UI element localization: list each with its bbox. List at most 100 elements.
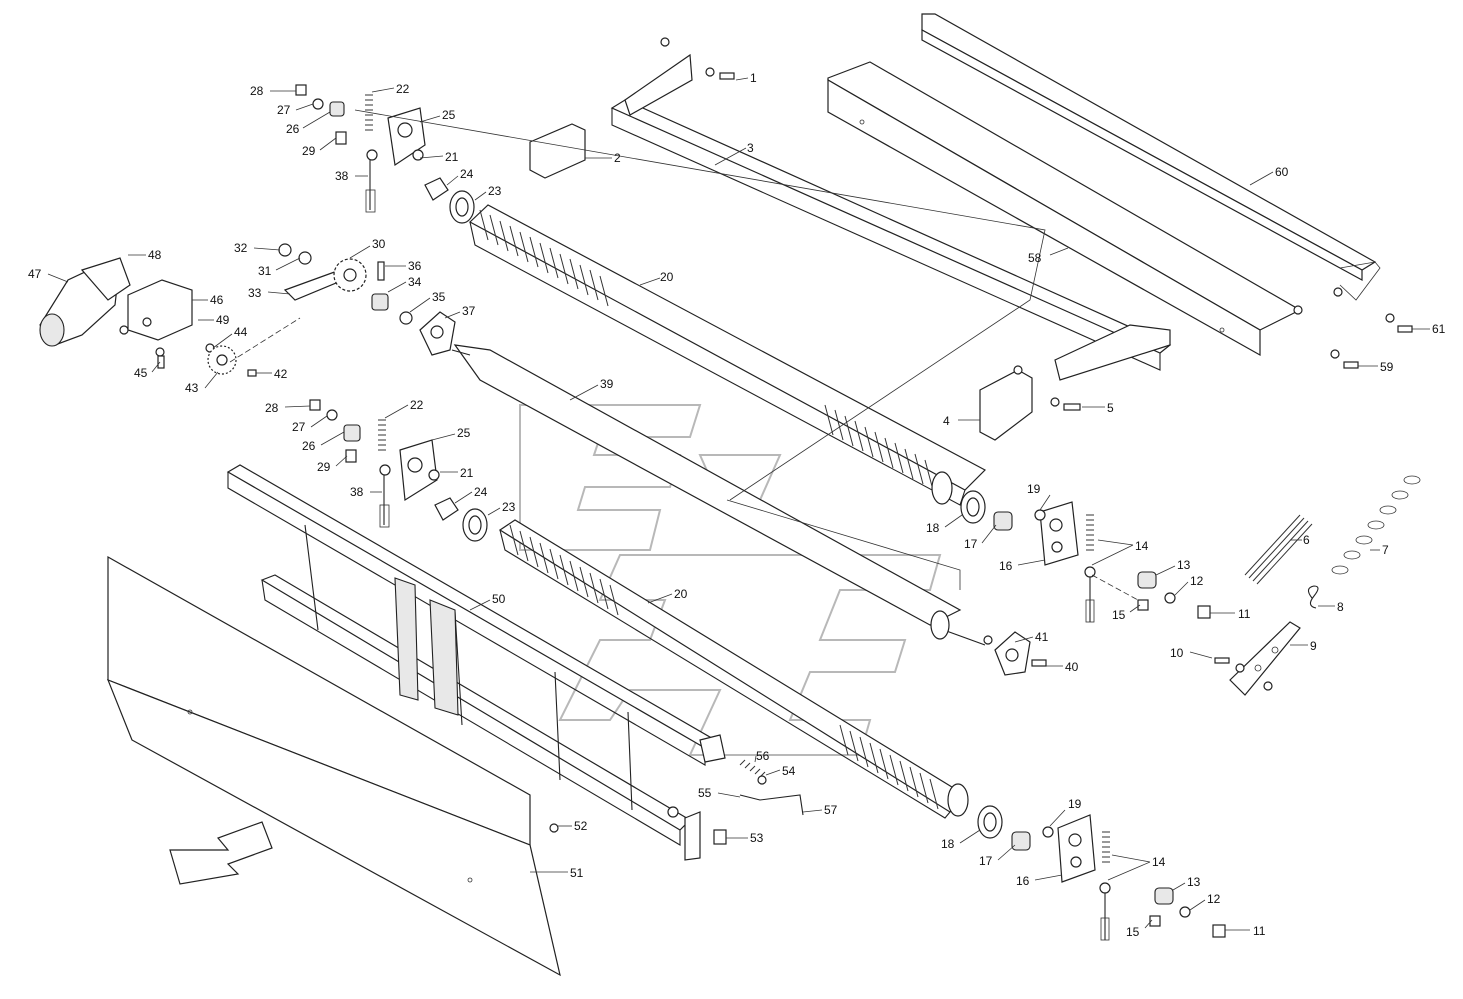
callout-46: 46 [210, 293, 224, 307]
roller-20-upper-spiral-right [824, 404, 934, 491]
plate-9 [1214, 621, 1301, 696]
callout-36: 36 [408, 259, 422, 273]
callout-5: 5 [1107, 401, 1114, 415]
callout-58: 58 [1028, 251, 1042, 265]
callout-39: 39 [600, 377, 614, 391]
callout-50: 50 [492, 592, 506, 606]
callout-45: 45 [134, 366, 148, 380]
callout-37: 37 [462, 304, 476, 318]
bearing-group-right-upper [960, 490, 1211, 623]
callout-15a: 15 [1112, 608, 1126, 622]
callout-14a: 14 [1135, 539, 1149, 553]
roller-20-upper [468, 204, 986, 506]
callout-26b: 26 [302, 439, 316, 453]
callout-11b: 11 [1253, 924, 1266, 938]
callout-60: 60 [1275, 165, 1289, 179]
callout-25b: 25 [457, 426, 471, 440]
callout-3: 3 [747, 141, 754, 155]
leader-lines-long [354, 109, 1046, 590]
callout-44: 44 [234, 325, 248, 339]
callout-16b: 16 [1016, 874, 1030, 888]
bracket-4 [979, 369, 1033, 441]
callout-55: 55 [698, 786, 712, 800]
side-guard-60 [921, 13, 1381, 301]
callout-2: 2 [614, 151, 621, 165]
callout-40: 40 [1065, 660, 1079, 674]
callout-13a: 13 [1177, 558, 1191, 572]
bolts-top [660, 37, 1413, 411]
callout-18a: 18 [926, 521, 940, 535]
cover-panel-58 [827, 61, 1302, 357]
callout-54: 54 [782, 764, 796, 778]
spring-6 [1244, 514, 1313, 585]
bearing-group-right-lower [977, 805, 1226, 941]
callout-27a: 27 [277, 103, 291, 117]
callout-34: 34 [408, 275, 422, 289]
callout-53: 53 [750, 831, 764, 845]
callout-12a: 12 [1190, 574, 1204, 588]
callout-22a: 22 [396, 82, 410, 96]
callout-56: 56 [756, 749, 770, 763]
callout-29b: 29 [317, 460, 331, 474]
roller-20-lower-spiral-right [839, 724, 939, 810]
pin-group-52-57 [549, 734, 804, 861]
frame-50 [226, 464, 717, 846]
direction-arrow-icon [169, 821, 273, 885]
callout-17a: 17 [964, 537, 978, 551]
callout-48: 48 [148, 248, 162, 262]
rail-3 [610, 53, 1172, 381]
callout-43: 43 [185, 381, 199, 395]
callout-24a: 24 [460, 167, 474, 181]
callout-28b: 28 [265, 401, 279, 415]
callout-13b: 13 [1187, 875, 1201, 889]
callout-42: 42 [274, 367, 288, 381]
callout-19b: 19 [1068, 797, 1082, 811]
bearing-flange-41 [983, 631, 1047, 676]
callout-16a: 16 [999, 559, 1013, 573]
callout-9: 9 [1310, 639, 1317, 653]
callout-38b: 38 [350, 485, 364, 499]
callout-31: 31 [258, 264, 272, 278]
callout-15b: 15 [1126, 925, 1140, 939]
callout-21b: 21 [460, 466, 474, 480]
callout-23a: 23 [488, 184, 502, 198]
callout-18b: 18 [941, 837, 955, 851]
callout-57: 57 [824, 803, 838, 817]
callout-61: 61 [1432, 322, 1446, 336]
callout-1: 1 [750, 71, 757, 85]
callout-59: 59 [1380, 360, 1394, 374]
callout-25a: 25 [442, 108, 456, 122]
callout-20a: 20 [660, 270, 674, 284]
callout-33: 33 [248, 286, 262, 300]
callout-23b: 23 [502, 500, 516, 514]
hook-8 [1307, 585, 1319, 609]
callout-4: 4 [943, 414, 950, 428]
motor-drive-group [39, 243, 456, 377]
callout-35: 35 [432, 290, 446, 304]
callout-41: 41 [1035, 630, 1049, 644]
callout-32: 32 [234, 241, 248, 255]
roller-20-upper-spiral-left [479, 209, 609, 307]
callout-24b: 24 [474, 485, 488, 499]
callout-10: 10 [1170, 646, 1184, 660]
callout-20b: 20 [674, 587, 688, 601]
callout-52: 52 [574, 819, 588, 833]
callout-29a: 29 [302, 144, 316, 158]
bearing-group-lower-left [309, 399, 488, 542]
callout-19a: 19 [1027, 482, 1041, 496]
callout-30: 30 [372, 237, 386, 251]
roller-39 [451, 344, 986, 646]
front-shield-51 [106, 555, 561, 977]
callout-26a: 26 [286, 122, 300, 136]
callout-8: 8 [1337, 600, 1344, 614]
callout-17b: 17 [979, 854, 993, 868]
callout-27b: 27 [292, 420, 306, 434]
callout-layer: 1 2 3 4 5 6 7 8 9 10 11 11 12 12 13 13 1… [28, 71, 1446, 939]
callout-14b: 14 [1152, 855, 1166, 869]
callout-22b: 22 [410, 398, 424, 412]
callout-38a: 38 [335, 169, 349, 183]
chain-7 [1331, 475, 1421, 575]
callout-28a: 28 [250, 84, 264, 98]
